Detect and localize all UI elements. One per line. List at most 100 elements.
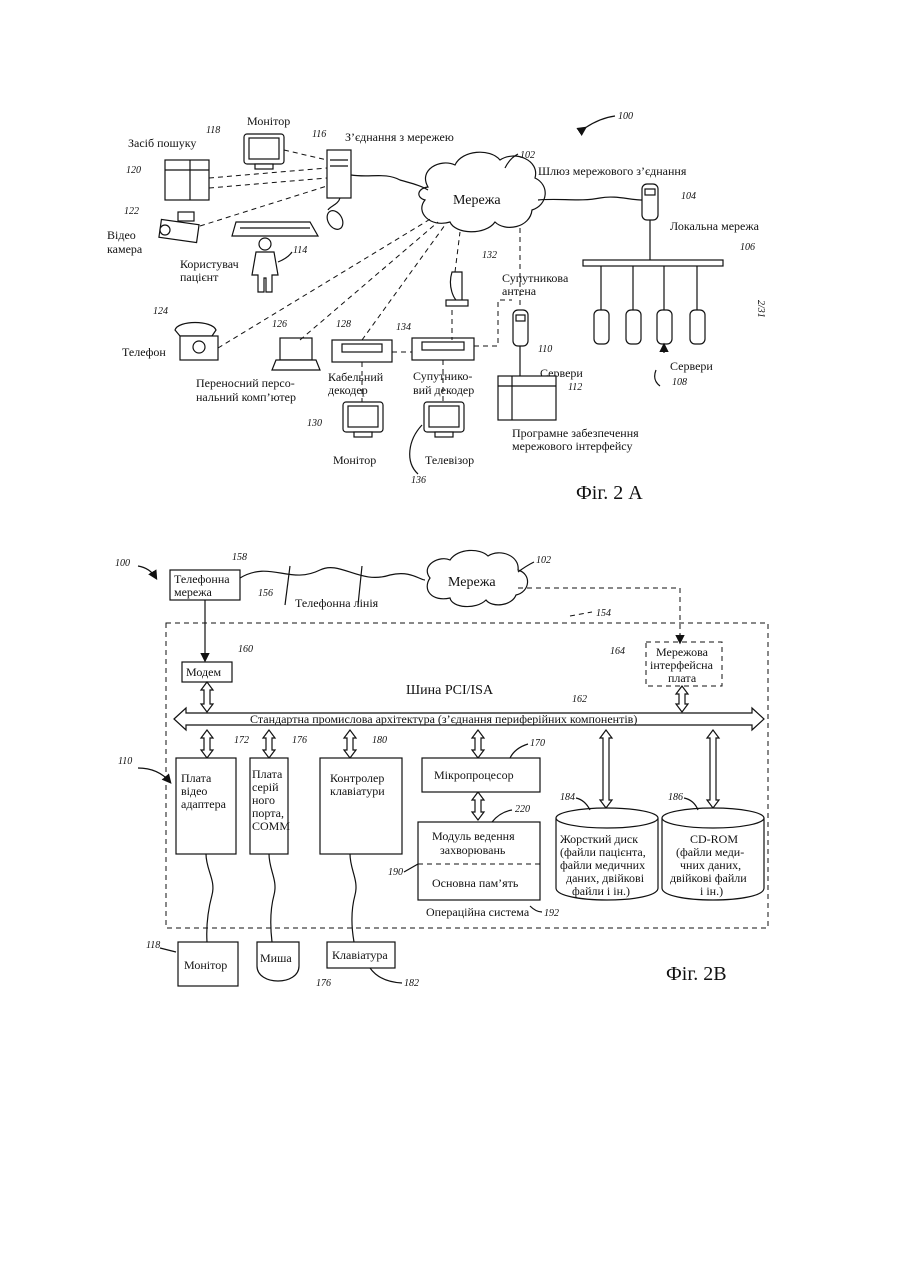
ref-126: 126	[272, 319, 287, 330]
ref-180: 180	[372, 735, 387, 746]
ref-118b: 118	[146, 940, 160, 951]
figure-2b: 100 Телефонна мережа 158 156 Телефонна л…	[115, 550, 768, 989]
hdd-label-3: файли медичних	[560, 858, 645, 872]
sat-antenna-label-1: Супутникова	[502, 271, 569, 285]
ref-114: 114	[293, 245, 307, 256]
cable-decoder-label-1: Кабельний	[328, 370, 384, 384]
ref-106: 106	[740, 242, 755, 253]
kbd-ctrl-label-2: клавіатури	[330, 784, 385, 798]
laptop-icon	[272, 338, 320, 370]
ref-182: 182	[404, 978, 419, 989]
ref-158: 158	[232, 552, 247, 563]
leader-108	[655, 370, 660, 386]
video-card-label-1: Плата	[181, 771, 212, 785]
ref-160: 160	[238, 644, 253, 655]
ref-100: 100	[618, 111, 633, 122]
ref-120: 120	[126, 165, 141, 176]
ref-170: 170	[530, 738, 545, 749]
ref-220: 220	[515, 804, 530, 815]
ref-102: 102	[520, 150, 535, 161]
peripheral-cables	[206, 854, 356, 942]
video-card-label-3: адаптера	[181, 797, 227, 811]
cd-label-4: двійкові файли	[670, 871, 747, 885]
serial-card-label-2: серій	[252, 780, 279, 794]
ref-190: 190	[388, 867, 403, 878]
ref-192: 192	[544, 908, 559, 919]
kbd-ctrl-label-1: Контролер	[330, 771, 384, 785]
search-tool-label: Засіб пошуку	[128, 136, 196, 150]
fig-2b-caption: Фіг. 2B	[666, 963, 727, 985]
ref-164: 164	[610, 646, 625, 657]
leader-170	[510, 744, 528, 758]
cable-decoder-icon	[332, 340, 392, 362]
server-110-icon	[513, 310, 528, 346]
link-network-gateway	[538, 197, 642, 200]
serial-card-label-3: ного	[252, 793, 275, 807]
ref-184: 184	[560, 792, 575, 803]
lan-bus	[583, 260, 723, 266]
gateway-label: Шлюз мережового з’єднання	[538, 164, 687, 178]
serial-card-label-1: Плата	[252, 767, 283, 781]
cd-label-3: чних даних,	[680, 858, 741, 872]
hdd-label-4: даних, двійкові	[566, 871, 645, 885]
ref-162: 162	[572, 694, 587, 705]
ref-134: 134	[396, 322, 411, 333]
leader-118b	[160, 948, 176, 952]
ref-154: 154	[596, 608, 611, 619]
ref-176b: 176	[316, 978, 331, 989]
cd-label-2: (файли меди-	[676, 845, 744, 859]
ref-112: 112	[568, 382, 582, 393]
leader-110b	[138, 768, 170, 782]
local-network-label: Локальна мережа	[670, 219, 760, 233]
network-label-2b: Мережа	[448, 575, 496, 590]
mouse-label: Миша	[260, 951, 292, 965]
modem-label: Модем	[186, 665, 221, 679]
link-pc-network	[351, 175, 428, 190]
leader-136	[410, 425, 422, 474]
phone-network-label-2: мережа	[174, 585, 213, 599]
video-card-label-2: відео	[181, 784, 207, 798]
monitor-bottom-icon	[343, 402, 383, 437]
gateway-server-icon	[642, 184, 658, 220]
figure-2a: 100 Мережа 102 Монітор 118 116 З’єднання…	[107, 111, 766, 504]
monitor-bottom-label: Монітор	[333, 453, 376, 467]
servers-right-label: Сервери	[670, 359, 713, 373]
ref-108: 108	[672, 377, 687, 388]
sat-decoder-label-2: вий декодер	[413, 383, 474, 397]
serial-card-label-5: COMM	[252, 819, 290, 833]
leader-192	[530, 906, 542, 912]
tv-label: Телевізор	[425, 453, 474, 467]
cd-label-5: і ін.)	[700, 884, 723, 898]
video-camera-icon	[159, 212, 199, 243]
telephone-icon	[175, 323, 218, 361]
leader-190	[404, 864, 418, 872]
leader-220	[492, 810, 512, 822]
satellite-antenna-icon	[446, 272, 468, 306]
disease-module-label-1: Модуль ведення	[432, 829, 515, 843]
laptop-label-1: Переносний персо-	[196, 376, 295, 390]
phone-line-label: Телефонна лінія	[295, 596, 379, 610]
monitor-label-2b: Монітор	[184, 958, 227, 972]
network-cloud	[419, 152, 545, 232]
mouse-icon	[324, 198, 346, 232]
cd-label-1: CD-ROM	[690, 832, 738, 846]
ref-104: 104	[681, 191, 696, 202]
user-figure-icon	[252, 238, 278, 292]
ref-136: 136	[411, 475, 426, 486]
user-label-1: Користувач	[180, 257, 239, 271]
ref-132: 132	[482, 250, 497, 261]
cpu-label: Мікропроцесор	[434, 768, 514, 782]
computer-tower-icon	[327, 150, 351, 198]
fig-2a-caption: Фіг. 2 А	[576, 482, 643, 504]
software-box-icon	[498, 376, 556, 420]
phone-label: Телефон	[122, 345, 166, 359]
software-label-2: мережового інтерфейсу	[512, 439, 632, 453]
leader-114	[278, 252, 292, 262]
disease-module-label-2: захворювань	[440, 843, 506, 857]
ref-arrow-100b	[138, 566, 156, 578]
sat-antenna-label-2: антена	[502, 284, 537, 298]
network-connection-label: З’єднання з мережею	[345, 130, 454, 144]
bus-description: Стандартна промислова архітектура (з’єдн…	[250, 712, 637, 726]
ref-176: 176	[292, 735, 307, 746]
phone-line	[240, 568, 425, 580]
